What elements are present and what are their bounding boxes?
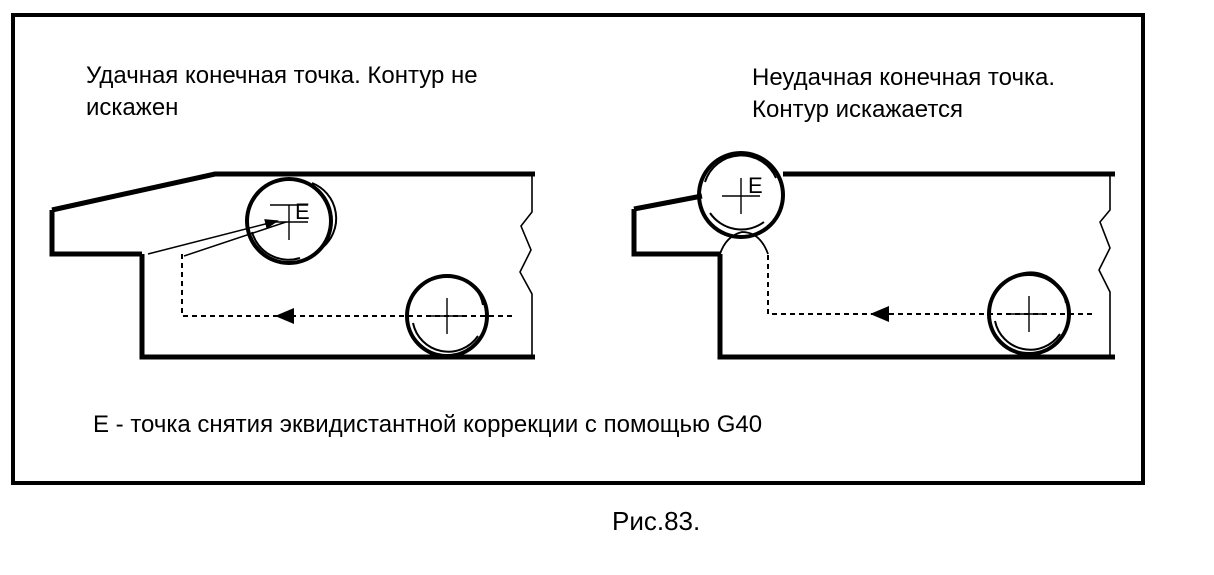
right-point-e-label: E (748, 173, 763, 198)
right-diagram: E (631, 151, 1115, 360)
right-upper-contour (631, 171, 1115, 257)
right-path-arrow (870, 306, 889, 322)
left-path-arrow (275, 308, 294, 324)
right-tool-at-e: E (697, 151, 785, 239)
figure-label: Рис.83. (612, 506, 701, 536)
left-tool-at-e: E (245, 177, 338, 265)
right-distortion-arc (719, 231, 769, 255)
left-diagram: E (49, 171, 535, 360)
left-workpiece-contour (139, 254, 535, 360)
left-tool-start (405, 274, 489, 358)
left-caption: Удачная конечная точка. Контур не искаже… (86, 62, 478, 121)
right-dashed-path (767, 252, 1092, 315)
right-break-line (1098, 174, 1111, 357)
right-tool-start (987, 271, 1071, 356)
left-approach-line-1 (147, 219, 279, 255)
legend-text: E - точка снятия эквидистантной коррекци… (93, 411, 763, 438)
right-caption: Неудачная конечная точка. Контур искажае… (752, 64, 1055, 123)
left-break-line (519, 174, 533, 357)
left-upper-contour (49, 171, 535, 257)
diagram-frame (11, 13, 1145, 485)
left-dashed-path (181, 254, 512, 317)
left-point-e-label: E (295, 199, 310, 224)
left-approach-line-2 (183, 221, 287, 257)
right-workpiece-contour (717, 254, 1115, 360)
